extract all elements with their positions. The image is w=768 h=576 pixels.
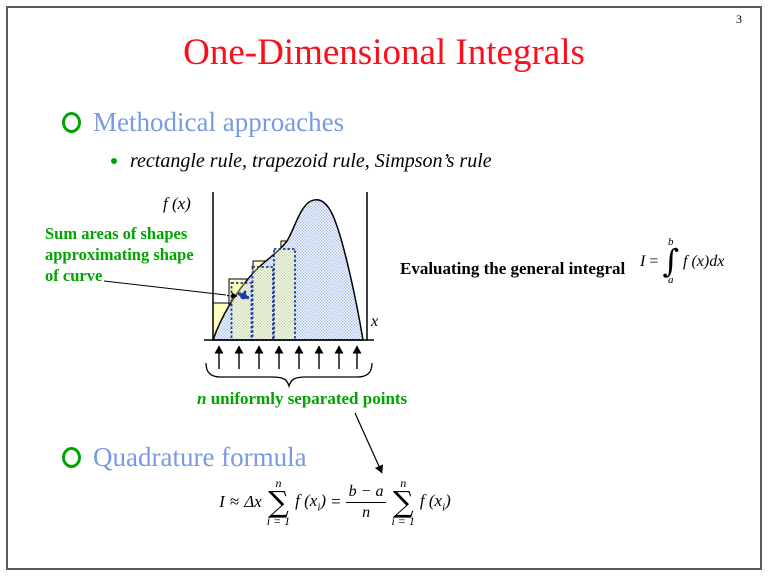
bullet-methodical: Methodical approaches <box>62 109 344 136</box>
sigma-upper: n <box>275 476 282 490</box>
sample-arrows <box>214 345 362 369</box>
bullet-quadrature: Quadrature formula <box>62 444 307 471</box>
summand-1: f (xi) <box>295 491 326 513</box>
summand-subscript: i <box>317 501 321 514</box>
quadrature-formula: I ≈ Δx n ∑ i = 1 f (xi) = b − a n n ∑ i … <box>195 477 475 527</box>
methodical-heading: Methodical approaches <box>93 107 345 137</box>
integral-sign-stack: b ∫ a <box>662 237 679 286</box>
sub-bullet-rules: rectangle rule, trapezoid rule, Simpson’… <box>111 149 492 173</box>
summand-fx: f (x <box>295 490 318 510</box>
formula-connector-arrow <box>354 412 384 474</box>
underbrace <box>205 362 373 389</box>
callout-line-3: of curve <box>45 266 103 285</box>
equals-sign: = <box>331 492 341 512</box>
summand-subscript: i <box>442 501 446 514</box>
integral-upper-limit: b <box>667 236 674 248</box>
sigma-stack-2: n ∑ i = 1 <box>391 477 414 527</box>
dot-bullet-icon <box>111 158 117 164</box>
callout-text: Sum areas of shapes approximating shape … <box>45 223 194 286</box>
callout-line-2: approximating shape <box>45 245 194 264</box>
callout-line <box>103 280 238 300</box>
curve-area <box>211 199 364 341</box>
sigma-sign: ∑ <box>392 485 414 519</box>
points-label: n uniformly separated points <box>197 389 407 409</box>
general-integral-expression: I = b ∫ a f (x)dx <box>640 237 724 286</box>
sigma-lower: i = 1 <box>391 514 415 529</box>
callout-line-1: Sum areas of shapes <box>45 224 188 243</box>
sample-point-marker <box>237 290 250 300</box>
summand-2: f (xi) <box>420 491 451 513</box>
sigma-upper: n <box>400 476 407 490</box>
fx-axis-label: f (x) <box>163 194 191 213</box>
integral-lhs: I <box>640 252 646 270</box>
points-label-n: n <box>197 389 207 408</box>
summand-close-paren: ) <box>320 490 327 510</box>
integrand: f (x)dx <box>683 252 725 270</box>
summand-close-paren: ) <box>445 490 451 510</box>
sigma-sign: ∑ <box>268 485 289 519</box>
formula-lhs: I <box>219 492 225 512</box>
page-border <box>6 6 762 570</box>
fraction-numerator: b − a <box>345 483 387 503</box>
circle-bullet-icon <box>62 112 81 133</box>
page-number: 3 <box>736 12 742 26</box>
sigma-lower: i = 1 <box>266 514 291 529</box>
quadrature-heading: Quadrature formula <box>93 442 307 472</box>
points-label-rest: uniformly separated points <box>206 389 408 408</box>
summand-fx: f (x <box>419 490 443 510</box>
evaluating-text: Evaluating the general integral <box>400 259 626 278</box>
delta-x: Δx <box>244 492 262 512</box>
circle-bullet-icon <box>62 447 81 468</box>
integral-sign: ∫ <box>662 242 680 280</box>
approx-sign: ≈ <box>229 492 240 512</box>
x-axis-label: x <box>371 313 379 330</box>
sigma-stack-1: n ∑ i = 1 <box>267 477 290 527</box>
integral-equals: = <box>649 252 659 270</box>
fraction-b-minus-a-over-n: b − a n <box>345 483 387 521</box>
page-title: One-Dimensional Integrals <box>183 32 585 73</box>
fraction-denominator: n <box>362 503 371 521</box>
integral-lower-limit: a <box>667 274 674 287</box>
rules-text: rectangle rule, trapezoid rule, Simpson’… <box>130 150 492 172</box>
